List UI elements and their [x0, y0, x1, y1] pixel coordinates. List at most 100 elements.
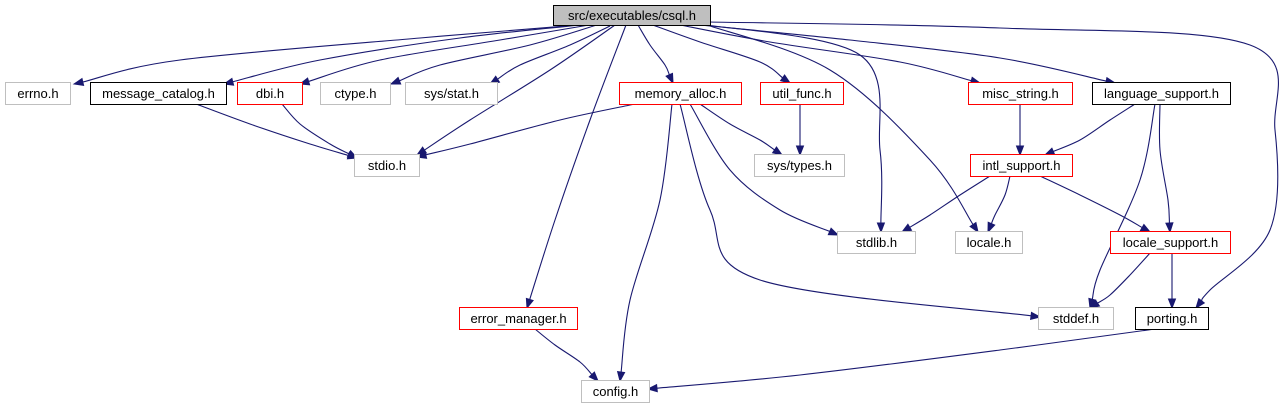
node-config[interactable]: config.h: [581, 380, 650, 403]
node-message-catalog[interactable]: message_catalog.h: [90, 82, 227, 105]
node-label: message_catalog.h: [102, 86, 215, 101]
edge-arrowhead: [779, 74, 792, 84]
edge-misc-string-to-intl-support: [1015, 104, 1025, 157]
edge-csql-to-porting: [709, 21, 1279, 310]
edge-util-func-to-sys-types: [795, 104, 805, 157]
edge-line: [637, 24, 670, 75]
edge-line: [1158, 103, 1170, 224]
edge-arrowhead: [1043, 147, 1056, 156]
node-box: [760, 82, 844, 105]
edge-csql-to-error-manager: [525, 24, 627, 310]
edge-arrowhead: [876, 222, 886, 234]
node-box: [754, 154, 845, 177]
node-box: [619, 82, 742, 105]
node-box: [405, 82, 498, 105]
edge-porting-to-config: [646, 328, 1156, 393]
edge-intl-support-to-stdlib: [900, 175, 991, 233]
edge-line: [990, 175, 1011, 224]
node-sys-types[interactable]: sys/types.h: [754, 154, 845, 177]
edge-csql-to-language-support: [689, 23, 1117, 86]
edge-arrowhead: [827, 227, 840, 236]
edge-line: [1097, 252, 1151, 304]
node-box: [581, 380, 650, 403]
node-csql: src/executables/csql.h: [553, 5, 711, 26]
edge-line: [232, 23, 591, 83]
node-porting[interactable]: porting.h: [1135, 307, 1209, 330]
edge-line: [534, 328, 593, 375]
node-ctype[interactable]: ctype.h: [320, 82, 391, 105]
node-label: locale_support.h: [1123, 235, 1218, 250]
node-box: [968, 82, 1073, 105]
node-memory-alloc[interactable]: memory_alloc.h: [619, 82, 742, 105]
node-dbi[interactable]: dbi.h: [237, 82, 303, 105]
node-stdio[interactable]: stdio.h: [354, 154, 420, 177]
edge-line: [709, 21, 1279, 302]
edge-line: [82, 23, 591, 83]
node-sys-stat[interactable]: sys/stat.h: [405, 82, 498, 105]
edge-language-support-to-locale-support: [1158, 103, 1174, 234]
edge-arrowhead: [525, 297, 534, 310]
node-label: dbi.h: [256, 86, 284, 101]
node-label: stddef.h: [1053, 311, 1099, 326]
edge-arrowhead: [72, 77, 85, 87]
node-box: [354, 154, 420, 177]
node-label: config.h: [593, 384, 639, 399]
edge-line: [497, 25, 611, 80]
edge-language-support-to-intl-support: [1043, 103, 1136, 156]
node-stddef[interactable]: stddef.h: [1038, 307, 1114, 330]
node-locale-support[interactable]: locale_support.h: [1110, 231, 1231, 254]
edge-line: [649, 23, 783, 79]
edge-csql-to-dbi: [298, 23, 596, 86]
node-misc-string[interactable]: misc_string.h: [968, 82, 1073, 105]
node-errno[interactable]: errno.h: [5, 82, 71, 105]
edge-intl-support-to-locale-support: [1039, 175, 1152, 233]
edge-arrowhead: [795, 145, 805, 157]
node-language-support[interactable]: language_support.h: [1092, 82, 1231, 105]
edge-line: [1039, 175, 1143, 229]
edge-line: [699, 23, 883, 224]
edge-locale-support-to-stddef: [1088, 252, 1151, 309]
node-label: sys/stat.h: [424, 86, 479, 101]
node-box: [90, 82, 227, 105]
edge-arrowhead: [389, 76, 402, 85]
nodes-layer: src/executables/csql.h errno.h message_cat…: [5, 5, 1231, 403]
edge-error-manager-to-config: [534, 328, 599, 382]
node-locale[interactable]: locale.h: [955, 231, 1023, 254]
node-util-func[interactable]: util_func.h: [760, 82, 844, 105]
node-error-manager[interactable]: error_manager.h: [459, 307, 578, 330]
edge-memory-alloc-to-config: [616, 103, 673, 383]
node-box: [1038, 307, 1114, 330]
edge-line: [195, 103, 349, 156]
edge-memory-alloc-to-sys-types: [699, 103, 784, 156]
node-box: [459, 307, 578, 330]
node-label: memory_alloc.h: [635, 86, 727, 101]
node-stdlib[interactable]: stdlib.h: [837, 231, 916, 254]
edge-line: [529, 24, 627, 300]
edge-line: [679, 103, 1032, 317]
edge-arrowhead: [969, 221, 979, 234]
edge-line: [425, 103, 636, 156]
node-label: locale.h: [967, 235, 1012, 250]
edge-line: [1091, 103, 1156, 300]
edge-line: [1053, 103, 1136, 152]
edge-csql-to-ctype: [389, 23, 601, 85]
edge-arrowhead: [616, 371, 626, 383]
node-label: errno.h: [17, 86, 58, 101]
edge-memory-alloc-to-stdio: [415, 103, 636, 159]
edge-arrowhead: [987, 221, 996, 234]
edge-arrowhead: [900, 223, 913, 233]
node-box: [837, 231, 916, 254]
edge-line: [703, 23, 974, 225]
edge-intl-support-to-locale: [987, 175, 1011, 234]
edge-csql-to-memory-alloc: [637, 24, 674, 85]
node-box: [1135, 307, 1209, 330]
edge-memory-alloc-to-stddef: [679, 103, 1042, 320]
edge-line: [699, 103, 775, 151]
edge-line: [308, 23, 596, 82]
node-label: stdio.h: [368, 158, 406, 173]
edge-line: [909, 175, 991, 228]
node-label: stdlib.h: [856, 235, 897, 250]
node-intl-support[interactable]: intl_support.h: [970, 154, 1073, 177]
edge-arrowhead: [646, 383, 658, 393]
